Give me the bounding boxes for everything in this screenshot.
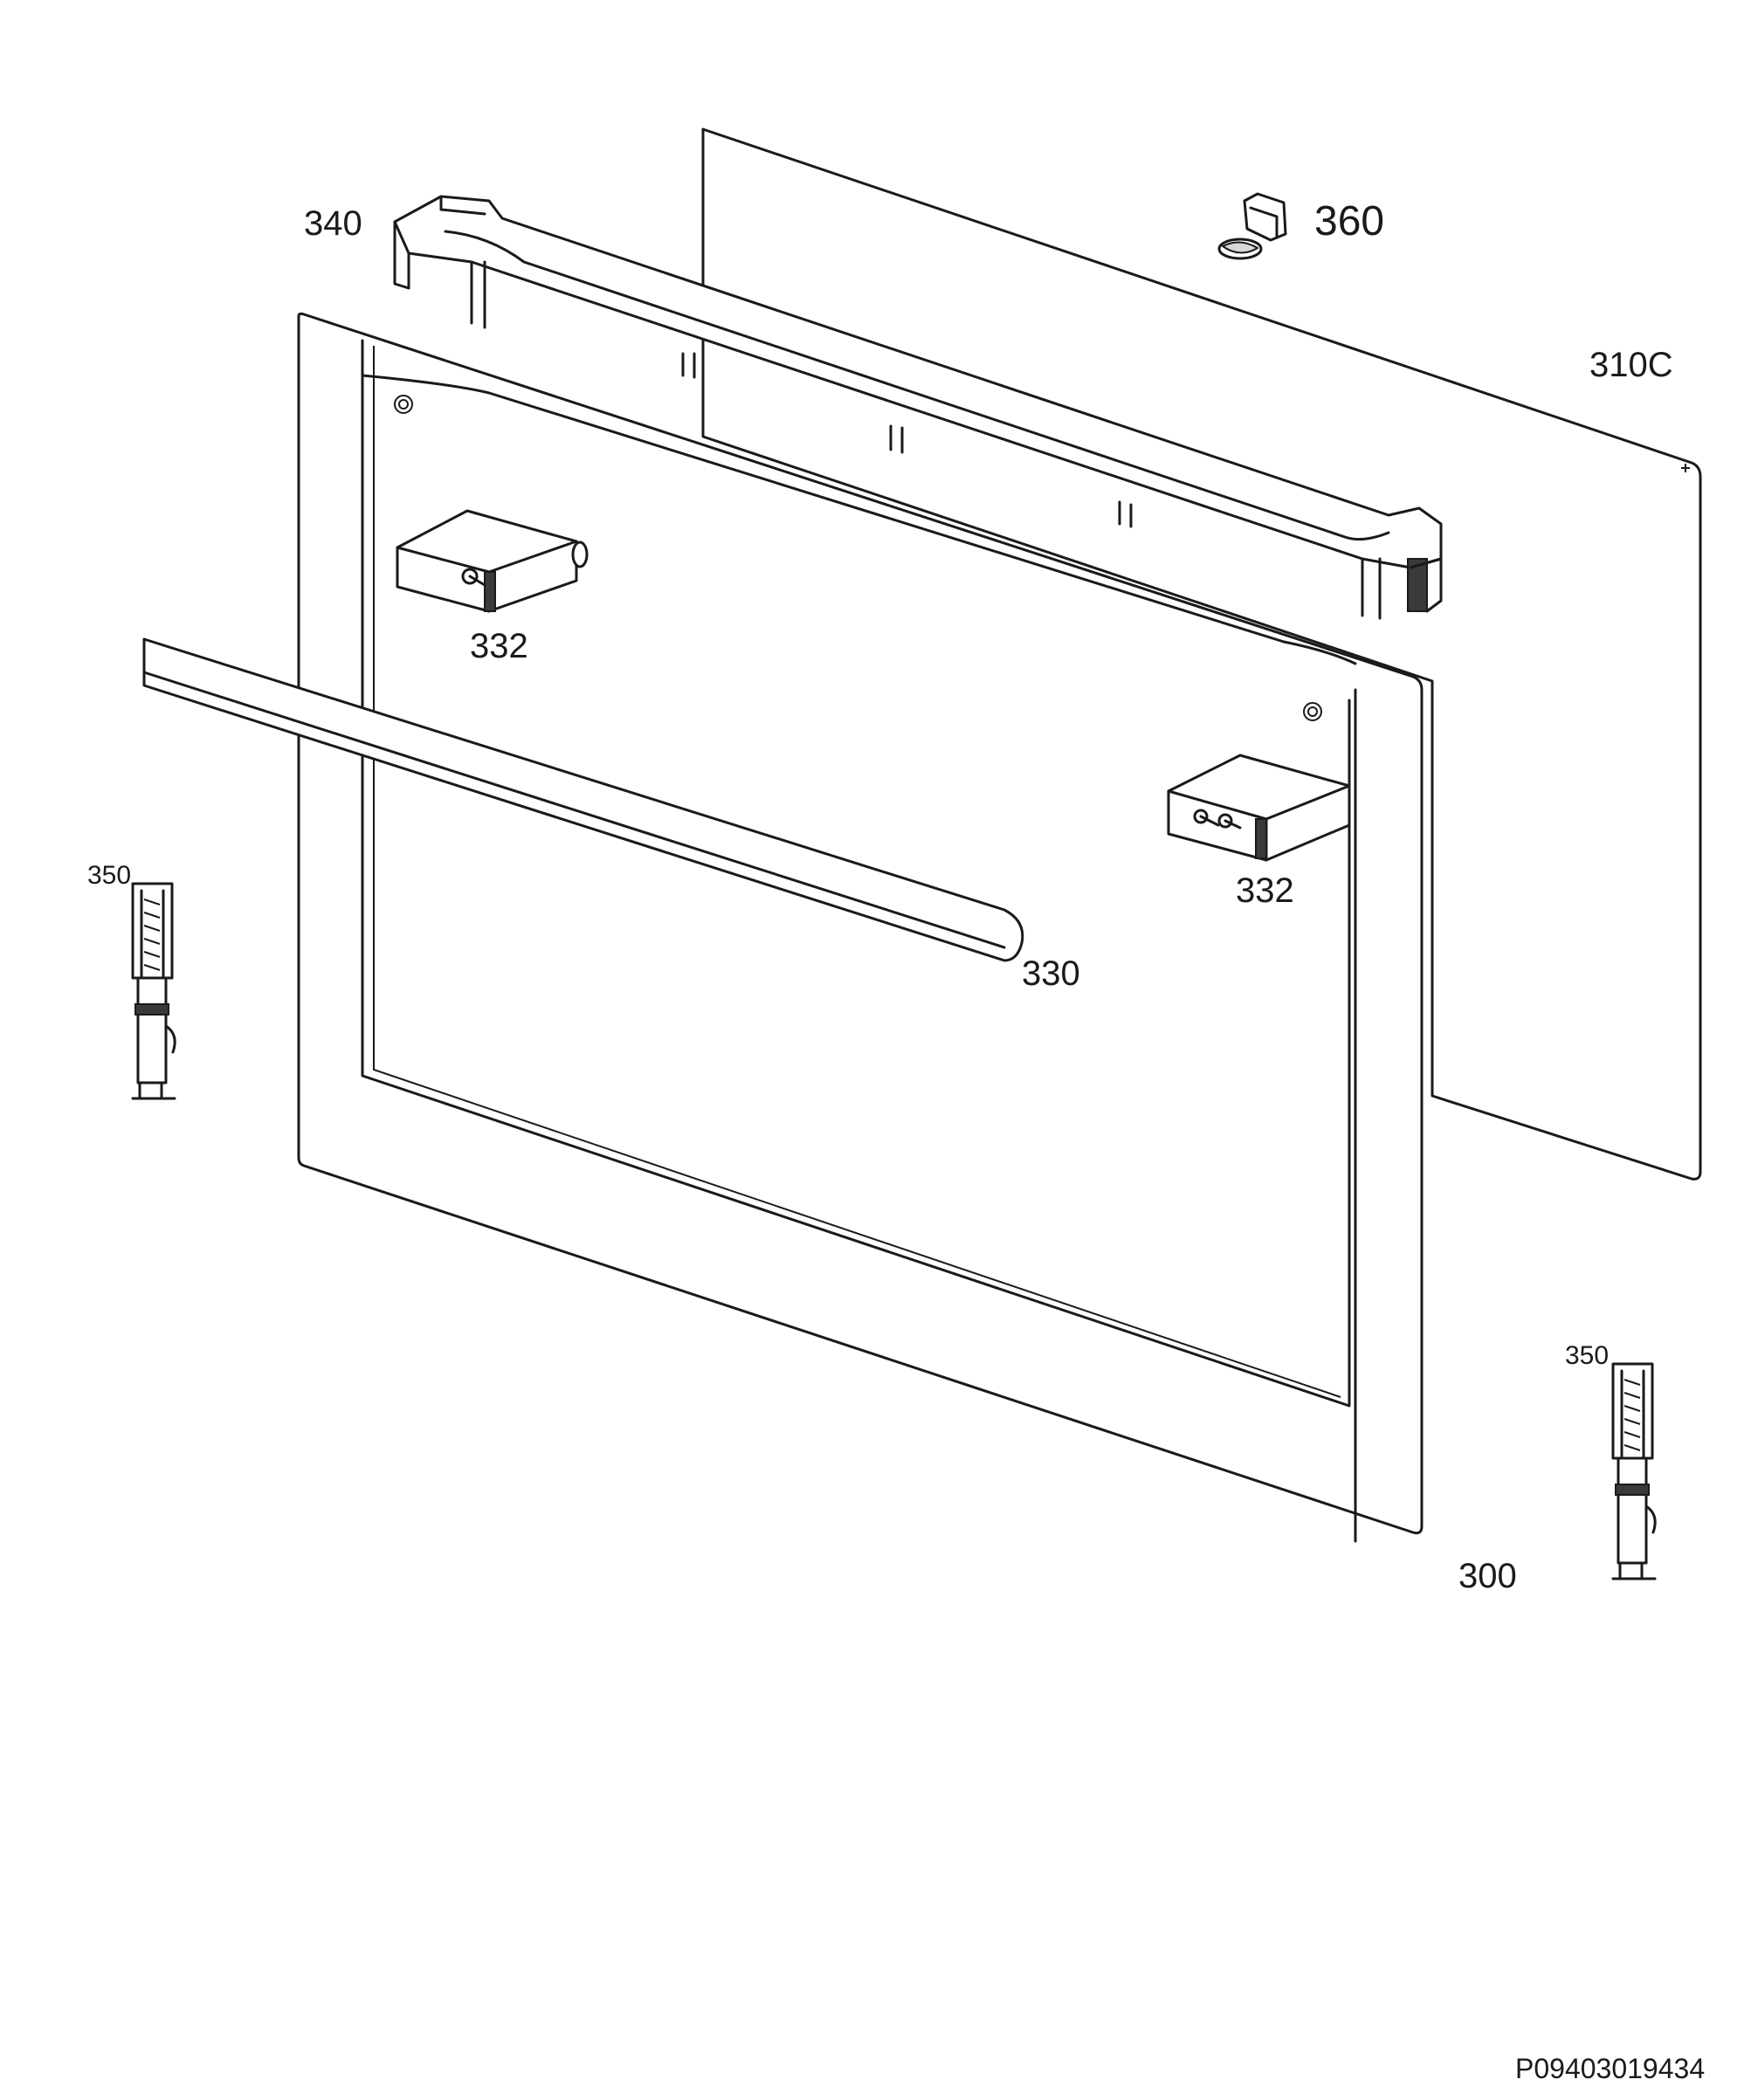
part-340-top-profile[interactable] [393, 195, 1443, 620]
part-300-door-frame[interactable] [297, 312, 1424, 1543]
part-350-hinge-left[interactable] [131, 882, 176, 1100]
part-350-hinge-right[interactable] [1611, 1362, 1657, 1580]
label-part-330: 330 [1022, 954, 1080, 993]
label-part-350-left: 350 [87, 861, 132, 890]
label-part-332-right: 332 [1236, 871, 1294, 910]
part-360-clip[interactable] [1217, 192, 1287, 260]
part-330-handle[interactable] [142, 637, 1024, 962]
label-part-350-right: 350 [1565, 1341, 1610, 1370]
part-332-cover-left[interactable] [396, 509, 589, 613]
part-332-cover-right[interactable] [1167, 754, 1351, 862]
drawing-code: P09403019434 [1515, 2053, 1706, 2084]
label-part-310c: 310C [1589, 346, 1673, 384]
label-part-360: 360 [1314, 198, 1385, 244]
label-part-300: 300 [1458, 1557, 1517, 1595]
label-part-340: 340 [304, 204, 362, 243]
label-part-332-left: 332 [470, 627, 528, 665]
